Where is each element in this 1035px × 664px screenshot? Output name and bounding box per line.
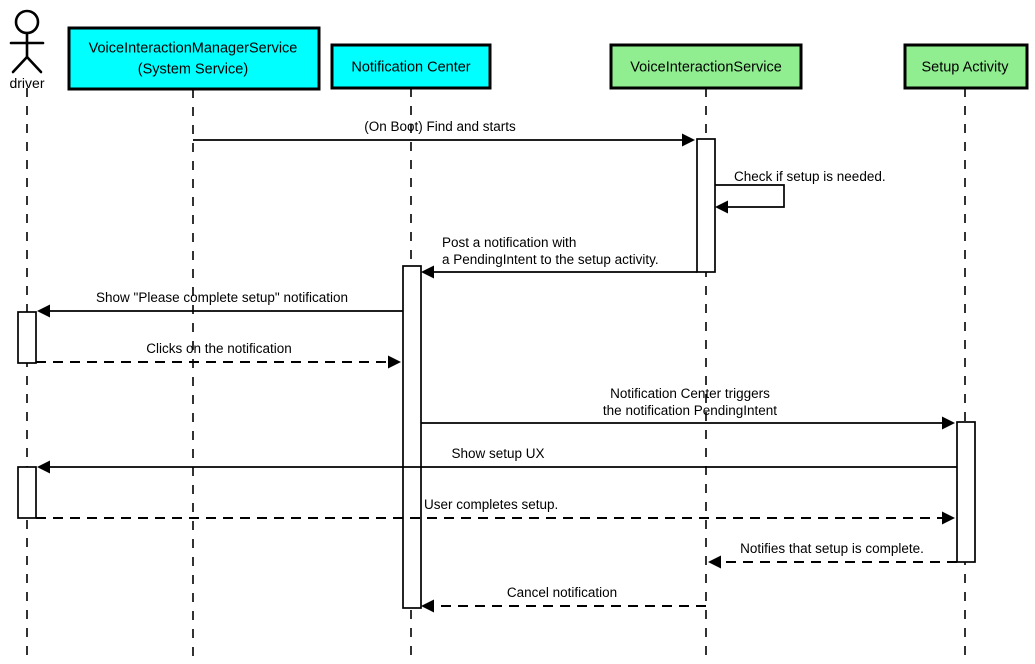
message-arrowhead-msg-1 <box>682 133 695 147</box>
message-arrowhead-msg-3 <box>421 265 434 279</box>
participant-label-vis: VoiceInteractionService <box>630 59 782 75</box>
message-arrowhead-msg-9 <box>708 555 721 569</box>
message-msg-10[interactable]: Cancel notification <box>421 585 706 613</box>
activation-bar-driver <box>17 311 37 364</box>
message-arrowhead-msg-4 <box>37 304 50 318</box>
message-line-msg-2-selfcall <box>715 184 785 208</box>
activation-bar-driver <box>17 466 37 519</box>
participant-label-vims: VoiceInteractionManagerService <box>89 40 298 56</box>
message-label-msg-8: User completes setup. <box>424 497 558 512</box>
message-label-msg-6: Notification Center triggers <box>610 386 770 401</box>
message-label-msg-3: a PendingIntent to the setup activity. <box>442 252 659 267</box>
message-arrowhead-msg-2-selfcall <box>715 200 728 214</box>
message-msg-1[interactable]: (On Boot) Find and starts <box>193 119 695 147</box>
message-label-msg-2-selfcall: Check if setup is needed. <box>734 169 886 184</box>
message-msg-4[interactable]: Show "Please complete setup" notificatio… <box>37 290 403 318</box>
message-label-msg-6: the notification PendingIntent <box>603 403 777 418</box>
participant-label-vims-sub: (System Service) <box>138 61 248 77</box>
message-arrowhead-msg-6 <box>942 416 955 430</box>
participant-boxes-layer: driver VoiceInteractionManagerService (Sys… <box>9 9 1029 91</box>
message-msg-9[interactable]: Notifies that setup is complete. <box>708 541 957 569</box>
message-msg-2-selfcall[interactable]: Check if setup is needed. <box>715 169 886 214</box>
message-msg-5[interactable]: Clicks on the notification <box>36 341 401 369</box>
activation-bar-vis <box>696 138 716 273</box>
actor-leg-left-icon <box>11 55 29 74</box>
activation-bars-layer <box>17 138 976 609</box>
message-msg-7[interactable]: Show setup UX <box>37 446 957 474</box>
message-arrowhead-msg-10 <box>421 599 434 613</box>
participant-box-setupactivity[interactable] <box>903 43 1029 90</box>
message-label-msg-10: Cancel notification <box>507 585 617 600</box>
message-label-msg-5: Clicks on the notification <box>146 341 292 356</box>
actor-head-icon <box>14 9 40 35</box>
message-label-msg-1: (On Boot) Find and starts <box>364 119 516 134</box>
message-label-msg-9: Notifies that setup is complete. <box>740 541 924 556</box>
message-label-msg-4: Show "Please complete setup" notificatio… <box>96 290 348 305</box>
message-msg-6[interactable]: Notification Center triggers the notifica… <box>421 386 955 430</box>
message-msg-3[interactable]: Post a notification with a PendingIntent … <box>421 235 697 279</box>
message-msg-8[interactable]: User completes setup. <box>36 497 955 525</box>
message-arrowhead-msg-5 <box>388 355 401 369</box>
message-label-msg-3: Post a notification with <box>442 235 576 250</box>
actor-leg-right-icon <box>25 55 43 74</box>
message-arrowhead-msg-7 <box>37 460 50 474</box>
participant-label-setupactivity: Setup Activity <box>921 59 1009 75</box>
message-label-msg-7: Show setup UX <box>451 446 544 461</box>
participant-label-driver: driver <box>9 75 44 91</box>
participant-label-notifcenter: Notification Center <box>351 59 470 75</box>
participant-box-notifcenter[interactable] <box>330 43 492 90</box>
message-arrowhead-msg-8 <box>942 511 955 525</box>
activation-bar-notifcenter <box>402 265 422 609</box>
participant-box-vims[interactable] <box>67 26 321 91</box>
activation-bar-setupactivity <box>956 421 976 563</box>
participant-box-vis[interactable] <box>609 43 803 90</box>
actor-driver[interactable] <box>9 9 45 74</box>
